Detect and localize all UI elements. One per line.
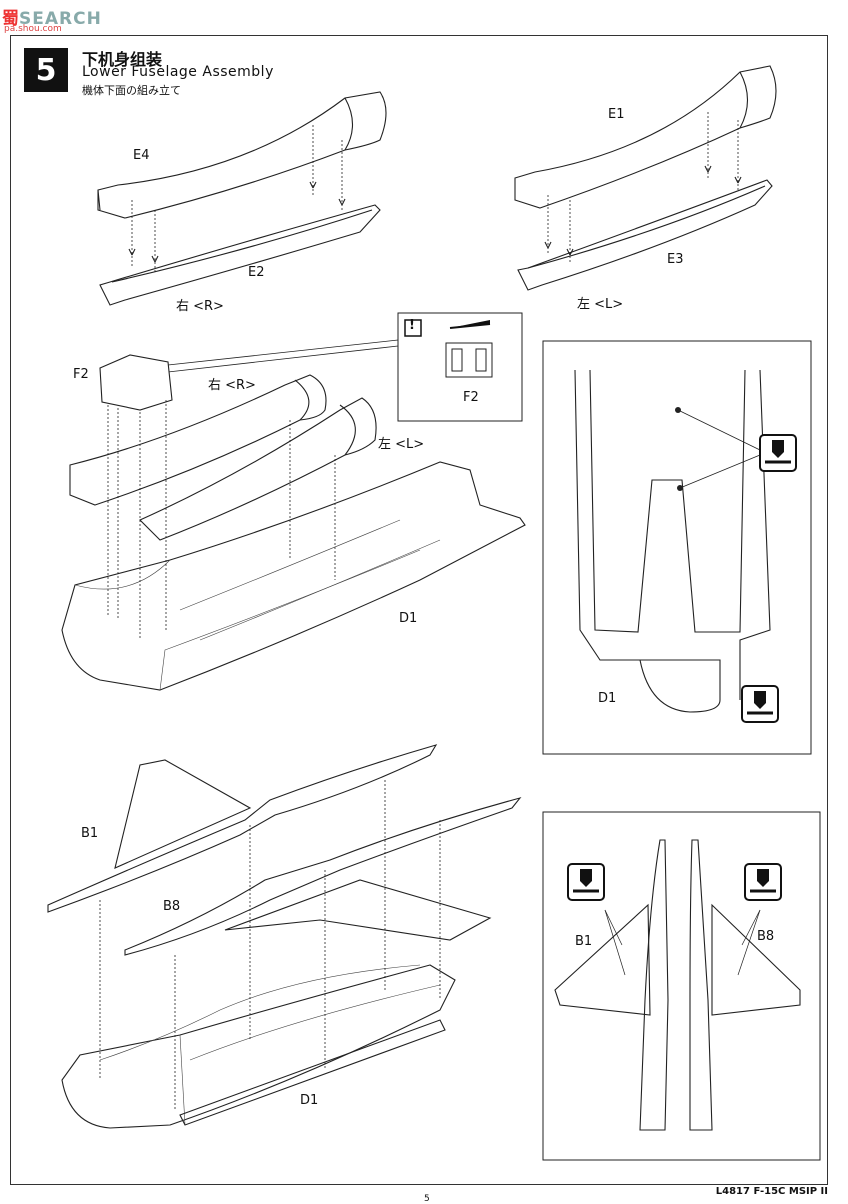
label-e2: E2 <box>248 265 265 280</box>
footer-kit-code: L4817 F-15C MSIP II <box>715 1186 828 1197</box>
label-left-top: 左 <L> <box>577 297 624 312</box>
f2-detail-box <box>167 312 523 422</box>
step-number-badge: 5 <box>24 48 68 92</box>
label-e1: E1 <box>608 107 625 122</box>
notice-icon <box>404 319 422 337</box>
step-title-en: Lower Fuselage Assembly <box>82 64 274 80</box>
label-d1-mid: D1 <box>399 611 418 626</box>
d1-duct-assembly <box>61 354 526 691</box>
d1-drill-detail <box>542 340 812 755</box>
label-f2: F2 <box>73 367 89 382</box>
watermark-cn: 蜀 <box>2 9 19 29</box>
label-right-top: 右 <R> <box>176 299 224 314</box>
label-e4: E4 <box>133 148 150 163</box>
step-title-cn: 下机身组装 <box>82 50 163 69</box>
page-number: 5 <box>424 1194 430 1204</box>
label-b1-detail: B1 <box>575 934 593 949</box>
label-b8: B8 <box>163 899 181 914</box>
label-d1-bottom: D1 <box>300 1093 319 1108</box>
watermark-url: pa.shou.com <box>4 24 62 34</box>
watermark: 蜀SEARCH <box>2 4 102 29</box>
label-left-mid: 左 <L> <box>378 437 425 452</box>
step-title-jp: 機体下面の組み立て <box>82 84 181 97</box>
label-b1: B1 <box>81 826 99 841</box>
watermark-en: SEARCH <box>19 9 102 29</box>
label-right-mid: 右 <R> <box>208 378 256 393</box>
label-f2-detail: F2 <box>463 390 479 405</box>
label-d1-detail: D1 <box>598 691 617 706</box>
page-frame <box>10 35 828 1185</box>
notice-icon-glyph: ! <box>409 318 415 333</box>
label-b8-detail: B8 <box>757 929 775 944</box>
b1-b8-d1-assembly <box>47 744 522 1129</box>
b1-b8-drill-detail <box>542 811 821 1161</box>
e1-e3-subassembly <box>514 65 777 291</box>
e4-e2-subassembly <box>97 91 387 306</box>
label-e3: E3 <box>667 252 684 267</box>
